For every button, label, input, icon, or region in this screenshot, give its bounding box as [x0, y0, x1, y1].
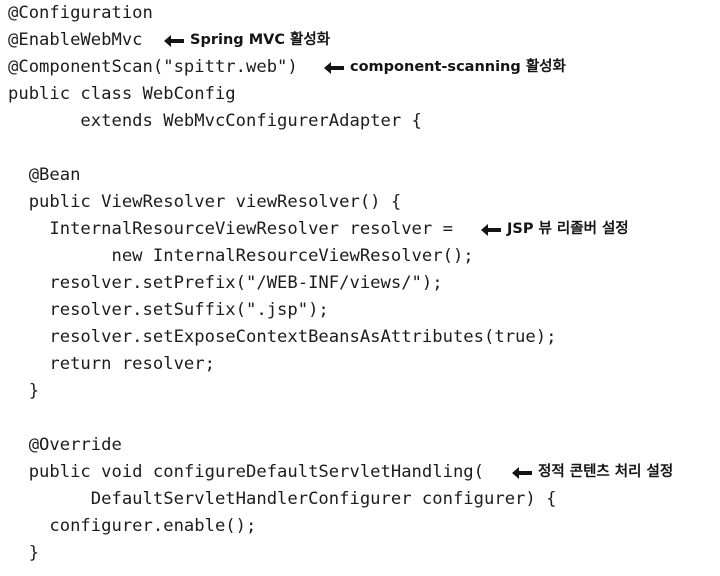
annotation-static-content: 정적 콘텐츠 처리 설정	[512, 459, 673, 486]
left-arrow-icon	[481, 223, 501, 236]
left-arrow-icon	[324, 61, 344, 74]
code-line-text: public class WebConfig	[8, 84, 236, 104]
annotation-text: 정적 콘텐츠 처리 설정	[538, 464, 674, 480]
code-line-text: return resolver;	[8, 354, 215, 374]
code-line-text: @Configuration	[8, 3, 153, 23]
annotation-jsp-view-resolver: JSP 뷰 리졸버 설정	[481, 216, 629, 243]
annotation-component-scanning: component-scanning 활성화	[324, 54, 566, 81]
code-line: public class WebConfig	[8, 81, 236, 108]
code-line: @EnableWebMvc	[8, 27, 143, 54]
code-line-text: DefaultServletHandlerConfigurer configur…	[8, 489, 557, 509]
code-line: return resolver;	[8, 351, 215, 378]
annotation-text: Spring MVC 활성화	[190, 32, 331, 48]
annotation-text: JSP 뷰 리졸버 설정	[507, 221, 629, 237]
code-line: DefaultServletHandlerConfigurer configur…	[8, 486, 557, 513]
code-line-text: resolver.setSuffix(".jsp");	[8, 300, 329, 320]
code-line-text: @EnableWebMvc	[8, 30, 143, 50]
code-line-text: @Override	[8, 435, 122, 455]
code-line-text: new InternalResourceViewResolver();	[8, 246, 474, 266]
code-line-text: public ViewResolver viewResolver() {	[8, 192, 402, 212]
code-line: }	[8, 540, 39, 567]
code-line: resolver.setPrefix("/WEB-INF/views/");	[8, 270, 443, 297]
code-line-text: @Bean	[8, 165, 81, 185]
code-line: @Bean	[8, 162, 81, 189]
code-line: @Configuration	[8, 0, 153, 27]
code-line-text: resolver.setPrefix("/WEB-INF/views/");	[8, 273, 443, 293]
annotation-text: component-scanning 활성화	[350, 59, 566, 75]
left-arrow-icon	[512, 466, 532, 479]
code-line: resolver.setExposeContextBeansAsAttribut…	[8, 324, 556, 351]
left-arrow-icon	[164, 34, 184, 47]
code-line-text: public void configureDefaultServletHandl…	[8, 462, 484, 482]
code-line: @ComponentScan("spittr.web")	[8, 54, 298, 81]
code-line: }	[8, 378, 39, 405]
code-line: resolver.setSuffix(".jsp");	[8, 297, 329, 324]
code-line-text: extends WebMvcConfigurerAdapter {	[8, 111, 422, 131]
code-line-text: resolver.setExposeContextBeansAsAttribut…	[8, 327, 557, 347]
code-line: extends WebMvcConfigurerAdapter {	[8, 108, 422, 135]
code-line-text: InternalResourceViewResolver resolver =	[8, 219, 453, 239]
code-line: public ViewResolver viewResolver() {	[8, 189, 402, 216]
code-line: public void configureDefaultServletHandl…	[8, 459, 484, 486]
code-line: configurer.enable();	[8, 513, 256, 540]
code-line: new InternalResourceViewResolver();	[8, 243, 474, 270]
code-line-text: configurer.enable();	[8, 516, 257, 536]
code-line: @Override	[8, 432, 122, 459]
annotation-spring-mvc: Spring MVC 활성화	[164, 27, 330, 54]
code-line-text: }	[8, 543, 40, 563]
code-line-text: @ComponentScan("spittr.web")	[8, 57, 298, 77]
code-line-text: }	[8, 381, 40, 401]
code-line: InternalResourceViewResolver resolver =	[8, 216, 453, 243]
